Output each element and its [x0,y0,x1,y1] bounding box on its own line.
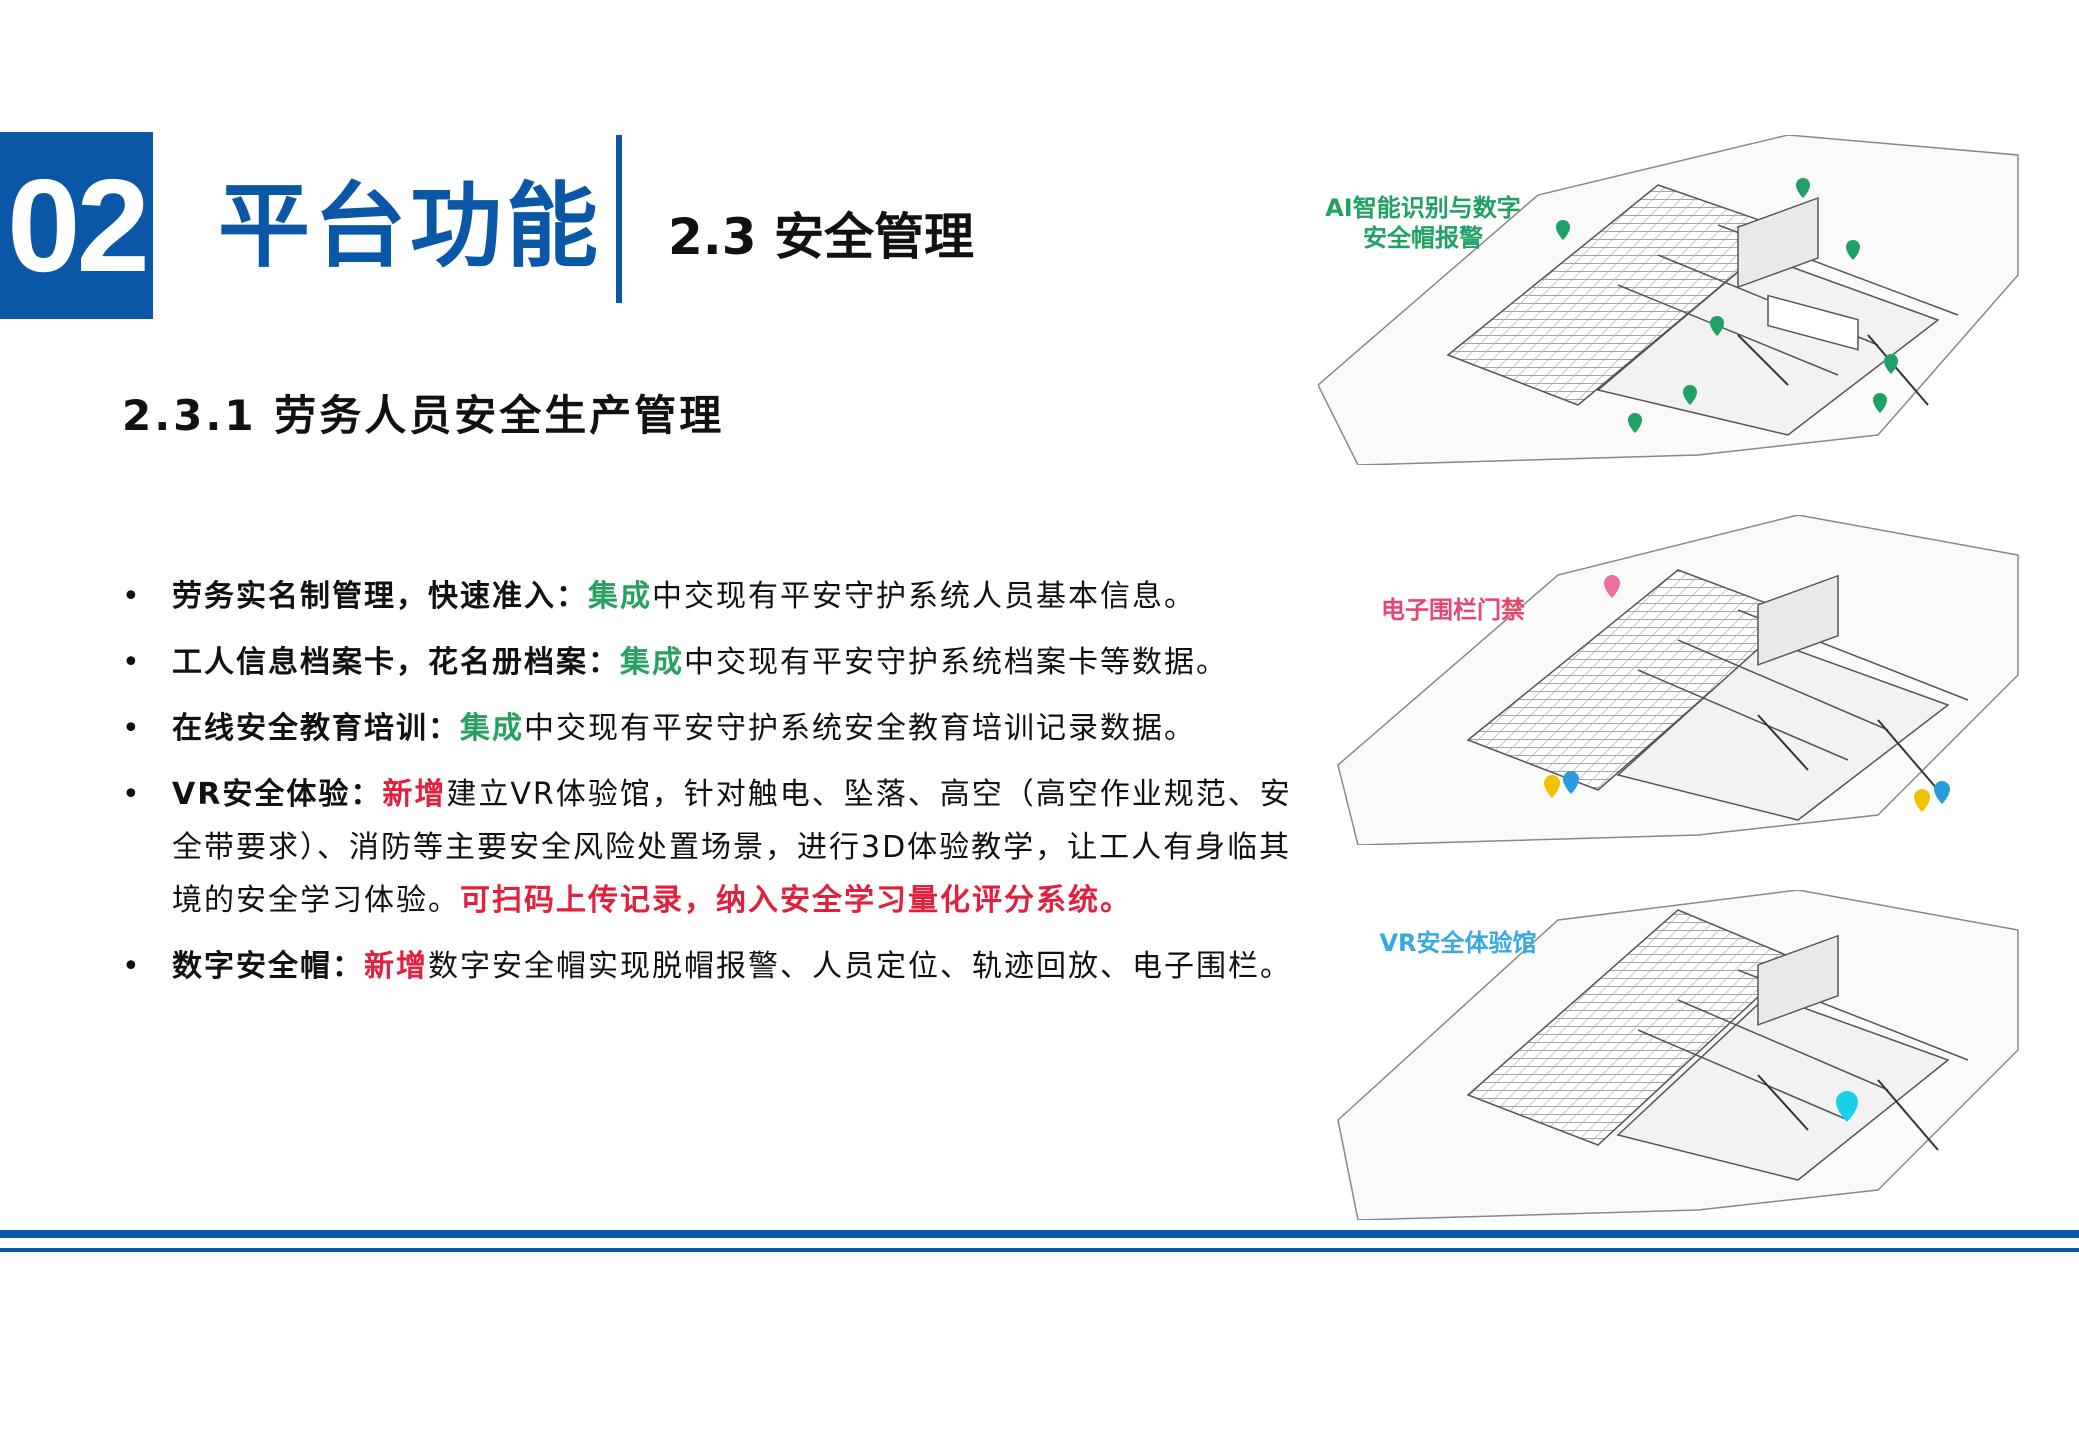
bullet-text: 建立VR体验馆，针对触电、坠落、高空（高空作业规范、安全带要求）、消防等主要安全… [172,777,1292,918]
highlight-text: 可扫码上传记录，纳入安全学习量化评分系统。 [460,883,1132,918]
section-number-badge: 02 [0,132,153,319]
map-pin-icon [1556,178,1898,433]
bullet-heading: 在线安全教育培训： [172,711,460,746]
sub-title: 2.3 安全管理 [668,208,974,266]
site-map-e-fence: 电子围栏门禁 [1318,515,2028,845]
list-item: • VR安全体验：新增建立VR体验馆，针对触电、坠落、高空（高空作业规范、安全带… [122,768,1302,927]
new-tag: 新增 [382,777,447,812]
bullet-text: 中交现有平安守护系统人员基本信息。 [652,579,1196,614]
bullet-heading: 数字安全帽： [172,949,364,984]
map-label-line: AI智能识别与数字 [1325,194,1521,222]
footer-rule [0,1248,2079,1252]
site-map-ai-detection: AI智能识别与数字 安全帽报警 [1318,135,2028,465]
list-item: • 工人信息档案卡，花名册档案：集成中交现有平安守护系统档案卡等数据。 [122,636,1302,689]
site-map-drawing [1337,515,2019,845]
footer-rule [0,1230,2079,1238]
bullet-dot: • [122,645,142,680]
section-title: 平台功能 [218,173,603,280]
site-map-drawing [1318,135,2019,465]
integrate-tag: 集成 [588,579,652,614]
integrate-tag: 集成 [460,711,524,746]
map-label-line: 安全帽报警 [1363,224,1483,252]
bullet-list: • 劳务实名制管理，快速准入：集成中交现有平安守护系统人员基本信息。 • 工人信… [122,570,1302,1006]
site-map-vr-hall: VR安全体验馆 [1318,890,2028,1220]
integrate-tag: 集成 [620,645,684,680]
title-divider [616,135,622,303]
site-map-drawing [1337,890,2019,1220]
bullet-heading: 劳务实名制管理，快速准入： [172,579,588,614]
sub-section-title: 2.3.1 劳务人员安全生产管理 [122,391,725,440]
bullet-heading: 工人信息档案卡，花名册档案： [172,645,620,680]
bullet-dot: • [122,949,142,984]
map-pin-icon [1836,1091,1858,1122]
list-item: • 在线安全教育培训：集成中交现有平安守护系统安全教育培训记录数据。 [122,702,1302,755]
map-pin-icon [1544,575,1950,812]
map-label: AI智能识别与数字 安全帽报警 [1318,193,1528,253]
bullet-dot: • [122,579,142,614]
new-tag: 新增 [364,949,428,984]
bullet-dot: • [122,711,142,746]
map-label-line: VR安全体验馆 [1379,929,1537,957]
list-item: • 数字安全帽：新增数字安全帽实现脱帽报警、人员定位、轨迹回放、电子围栏。 [122,940,1302,993]
bullet-text: 中交现有平安守护系统档案卡等数据。 [684,645,1228,680]
list-item: • 劳务实名制管理，快速准入：集成中交现有平安守护系统人员基本信息。 [122,570,1302,623]
bullet-dot: • [122,777,142,812]
bullet-heading: VR安全体验： [172,777,383,812]
bullet-text: 数字安全帽实现脱帽报警、人员定位、轨迹回放、电子围栏。 [428,949,1292,984]
map-label: VR安全体验馆 [1363,928,1553,958]
bullet-text: 中交现有平安守护系统安全教育培训记录数据。 [524,711,1196,746]
map-label: 电子围栏门禁 [1363,595,1543,625]
map-label-line: 电子围栏门禁 [1381,596,1525,624]
